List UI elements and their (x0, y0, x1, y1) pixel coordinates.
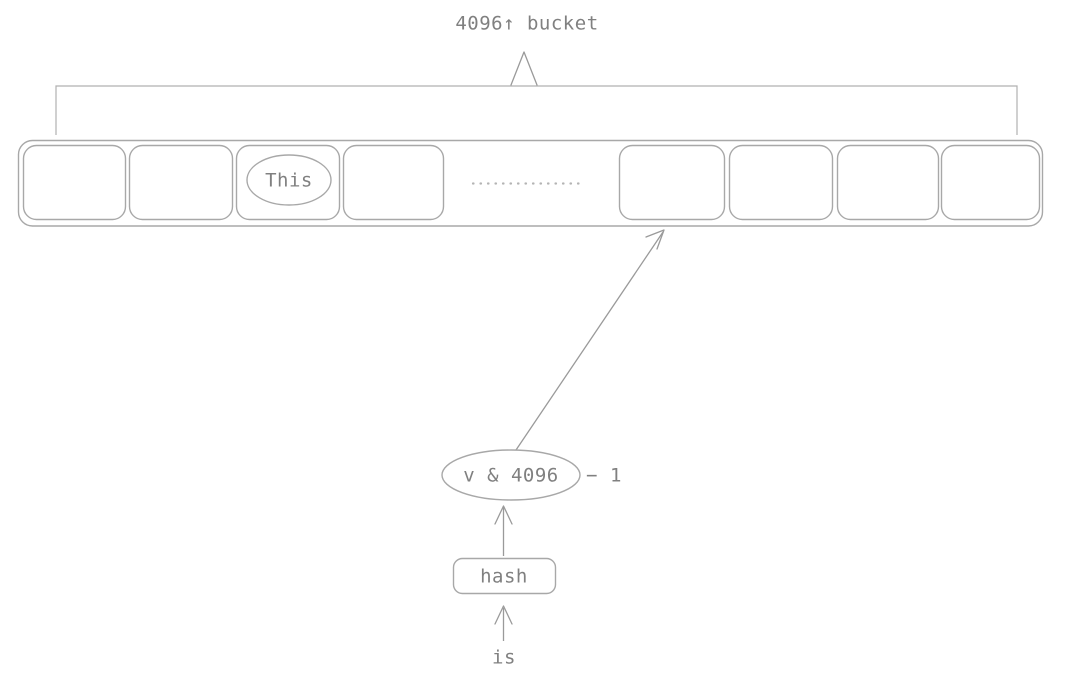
bucket-cell-0[interactable] (22, 144, 127, 221)
bucket-cell-3[interactable] (342, 144, 445, 221)
bucket-array-title: 4096↑ bucket (455, 13, 598, 35)
hash-node-label: hash (480, 566, 528, 588)
bucket-cell-7[interactable] (940, 144, 1041, 221)
index-expression-label: v & 4096 (463, 465, 559, 487)
hash-node-box (452, 557, 557, 595)
input-token-label: is (492, 647, 516, 669)
bucket-span-bracket (55, 51, 1018, 135)
index-expression-node[interactable]: v & 4096 − 1 (441, 449, 622, 501)
stored-value-label: This (265, 170, 313, 192)
index-expression-suffix: − 1 (586, 465, 622, 487)
stored-value-oval (246, 154, 332, 206)
bucket-cell-6[interactable] (836, 144, 940, 221)
index-expression-oval (441, 449, 581, 501)
bucket-cell-5[interactable] (728, 144, 834, 221)
index-to-bucket-arrow (515, 229, 665, 451)
hash-node[interactable]: hash (452, 557, 557, 595)
hash-to-index-arrow (494, 505, 513, 556)
stored-value-node[interactable]: This (246, 154, 332, 206)
bucket-cell-1[interactable] (128, 144, 234, 221)
input-to-hash-arrow (494, 605, 513, 641)
bucket-cell-4[interactable] (618, 144, 726, 221)
